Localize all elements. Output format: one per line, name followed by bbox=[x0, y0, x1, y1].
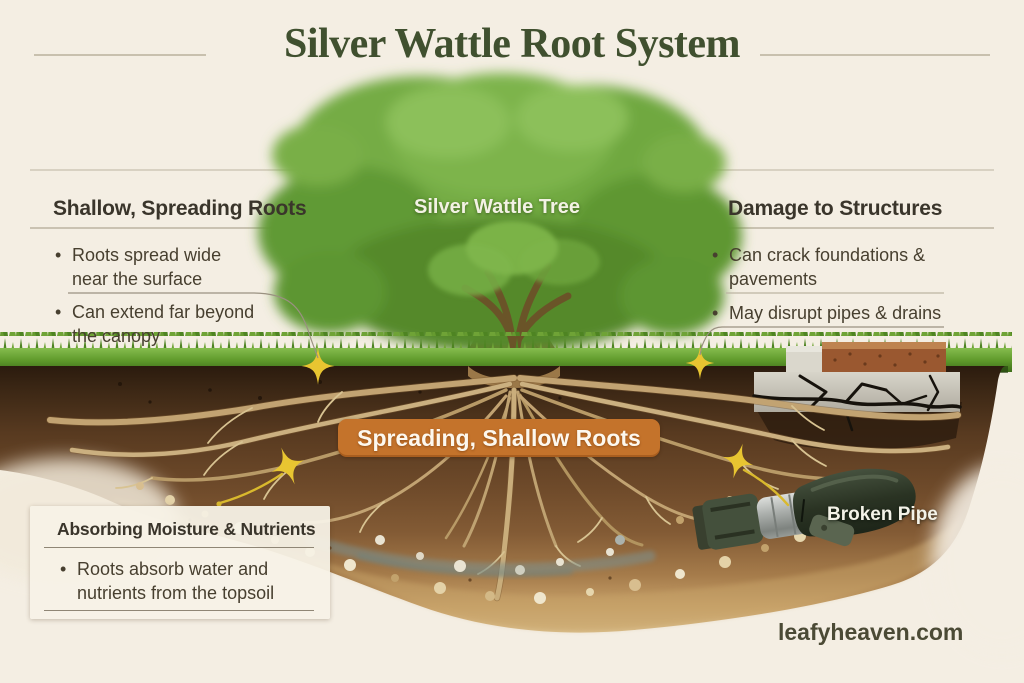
leaf-clumps bbox=[428, 221, 600, 296]
section-heading-absorbing: Absorbing Moisture & Nutrients bbox=[57, 519, 316, 539]
bullet-disrupt-pipes: May disrupt pipes & drains bbox=[712, 302, 974, 326]
tree-canopy bbox=[258, 73, 742, 353]
bullet-absorb-water: Roots absorb water and nutrients from th… bbox=[60, 558, 299, 606]
water-vein bbox=[304, 534, 656, 578]
panel-rule-top bbox=[44, 547, 314, 548]
section-heading-shallow-roots: Shallow, Spreading Roots bbox=[53, 197, 307, 220]
section-heading-damage: Damage to Structures bbox=[728, 197, 943, 220]
panel-rule-bottom bbox=[44, 610, 314, 611]
yellow-markers bbox=[216, 346, 790, 507]
connector-lines bbox=[34, 54, 990, 359]
watermark: leafyheaven.com bbox=[778, 619, 964, 645]
absorbing-panel: Absorbing Moisture & Nutrients Roots abs… bbox=[30, 506, 330, 619]
cracked-foundation bbox=[752, 342, 962, 432]
broken-pipe-label: Broken Pipe bbox=[827, 504, 938, 525]
tree-label: Silver Wattle Tree bbox=[414, 196, 580, 218]
root-banner: Spreading, Shallow Roots bbox=[338, 419, 660, 457]
bullet-crack-foundations: Can crack foundations & pavements bbox=[712, 244, 941, 292]
bullet-extend-beyond-canopy: Can extend far beyond the canopy bbox=[55, 301, 277, 349]
page-title: Silver Wattle Root System bbox=[283, 21, 741, 67]
bullet-roots-spread-wide: Roots spread wide near the surface bbox=[55, 244, 244, 292]
broken-pipe bbox=[692, 468, 916, 550]
